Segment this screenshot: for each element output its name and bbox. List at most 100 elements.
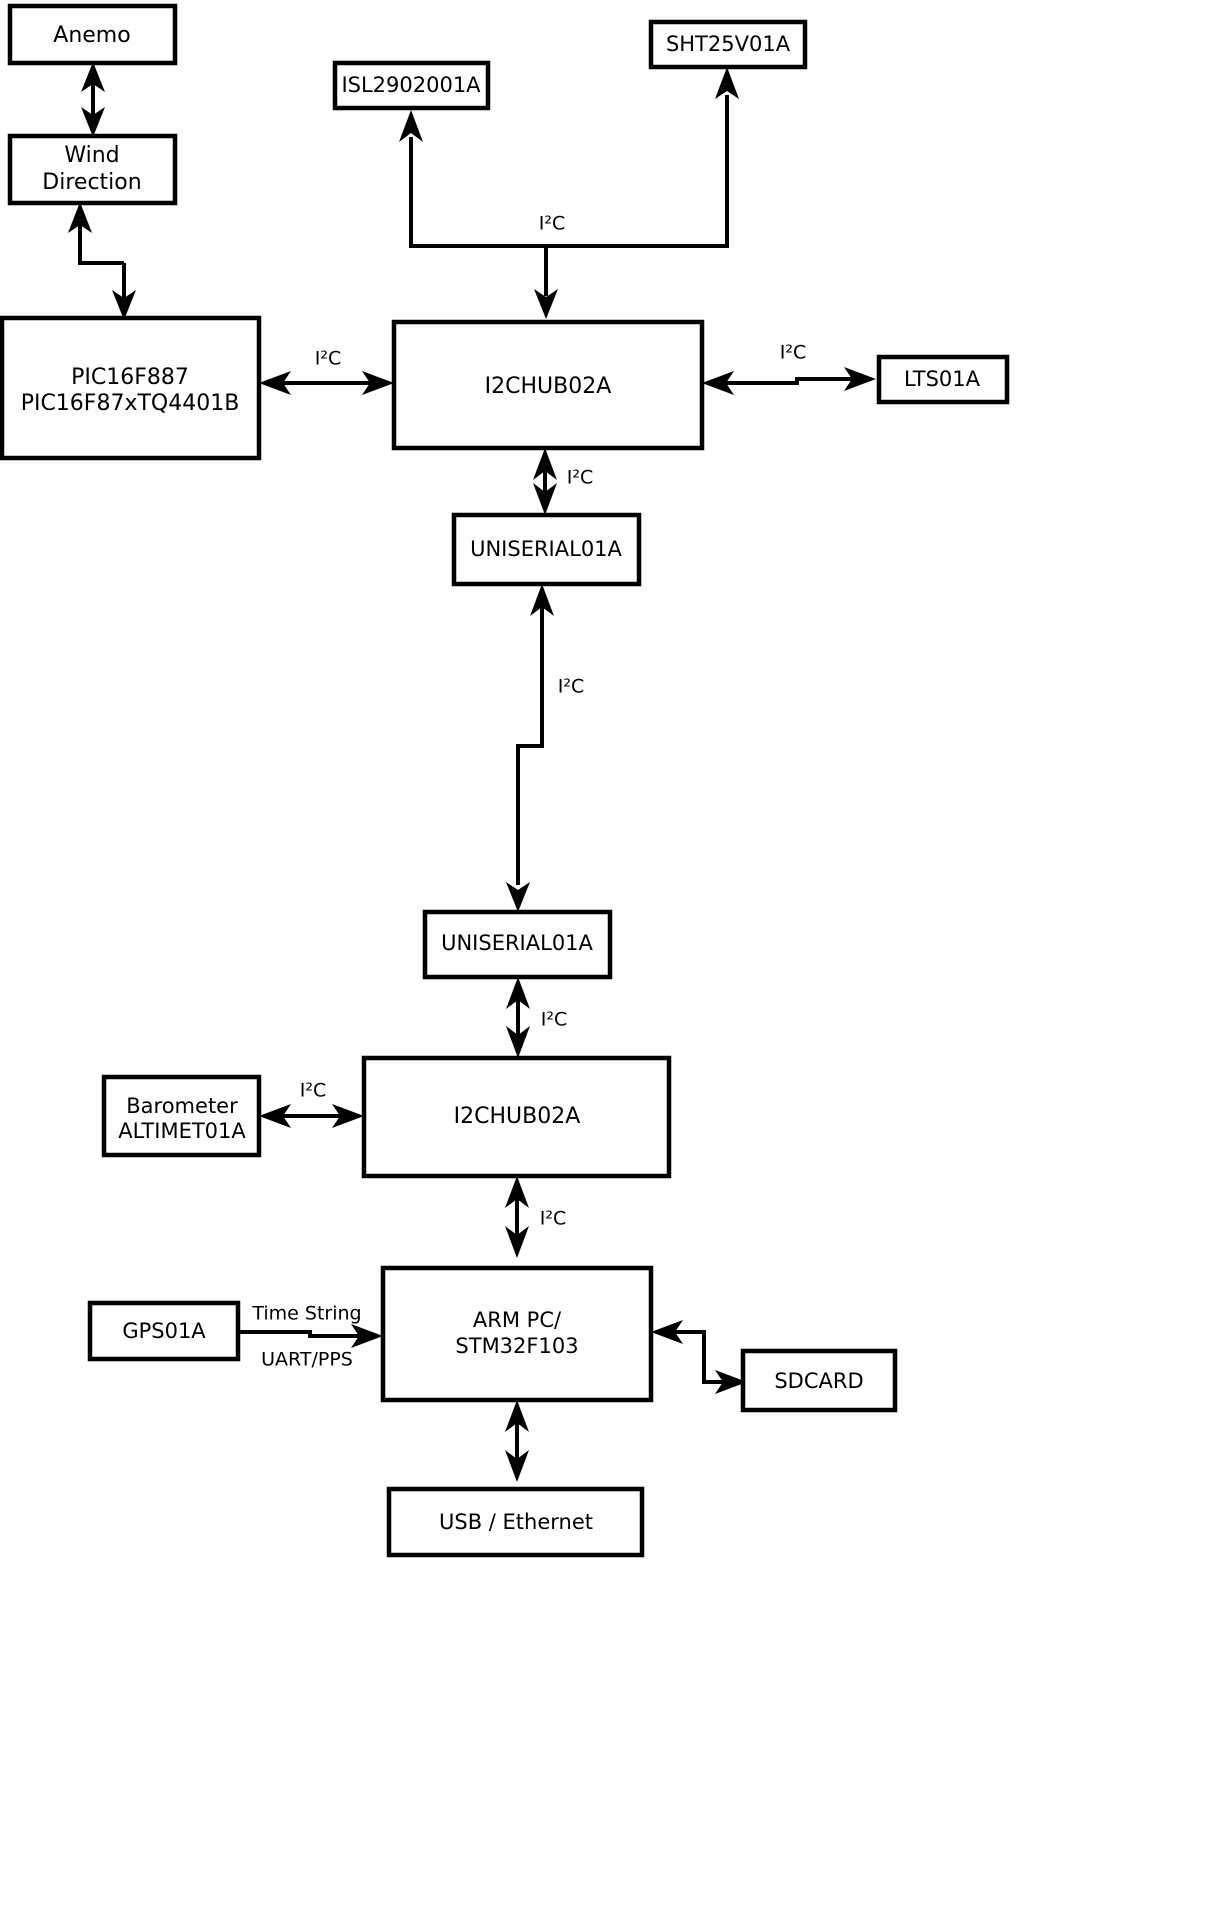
node-uniserial01a-bottom-label: UNISERIAL01A: [441, 931, 593, 955]
node-pic16f887-label-1: PIC16F887: [71, 365, 189, 390]
node-lts01a-rect: [876, 354, 1010, 405]
edge-arm-sdcard: [651, 1320, 747, 1394]
node-sht25v01a-label: SHT25V01A: [666, 32, 791, 56]
edge-bus-to-hubtop: [534, 246, 558, 319]
edge-label-gps-time-string: Time String: [251, 1303, 361, 1325]
arrowhead-up: [533, 448, 557, 480]
edge-hubbot-arm: I²C: [505, 1176, 566, 1258]
edge-barometer-hubbot: I²C: [259, 1080, 364, 1128]
edge-pic-wind-up: [68, 202, 124, 265]
edge-label-hubtop-uniserial: I²C: [567, 467, 594, 489]
arrowhead-right: [715, 1370, 747, 1394]
arrowhead-right: [844, 367, 876, 391]
arrowhead-up: [506, 977, 530, 1009]
node-usb-ethernet-label: USB / Ethernet: [439, 1510, 593, 1534]
edge-anemo-wind: [81, 62, 105, 137]
arrowhead-left: [259, 1104, 291, 1128]
node-sht25v01a[interactable]: SHT25V01A: [648, 19, 808, 70]
edge-label-pic-hubtop: I²C: [315, 348, 342, 370]
edge-label-uniserial-uniserial: I²C: [558, 676, 585, 698]
node-barometer-altimet01a[interactable]: Barometer ALTIMET01A: [101, 1074, 262, 1158]
node-isl2902001a-label: ISL2902001A: [341, 73, 481, 97]
node-uniserial01a-top[interactable]: UNISERIAL01A: [451, 512, 642, 587]
edge-wind-pic-down: [112, 263, 136, 320]
node-wind-direction-label-1: Wind: [64, 143, 119, 168]
edge-label-hubtop-lts: I²C: [780, 342, 807, 364]
node-i2chub02a-bottom-label: I2CHUB02A: [454, 1104, 581, 1129]
arrowhead-down: [112, 290, 136, 320]
arrowhead-right: [362, 371, 394, 395]
arrowhead-down: [81, 107, 105, 137]
edge-uniserial-uniserial: I²C: [506, 584, 584, 912]
arrowhead-down: [506, 882, 530, 912]
arrowhead-up: [530, 584, 554, 616]
node-arm-pc-label-1: ARM PC/: [473, 1308, 562, 1332]
arrowhead-left: [259, 371, 291, 395]
node-pic16f887-label-2: PIC16F87xTQ4401B: [21, 391, 240, 416]
node-barometer-label-2: ALTIMET01A: [118, 1119, 246, 1143]
arrowhead-right: [351, 1324, 383, 1348]
edge-label-uniserialbot-hubbot: I²C: [541, 1009, 568, 1031]
node-sdcard-label: SDCARD: [774, 1369, 863, 1393]
node-anemo-rect: [7, 3, 178, 66]
node-arm-pc-rect: [380, 1265, 654, 1403]
node-arm-pc[interactable]: ARM PC/ STM32F103: [380, 1265, 654, 1403]
arrowhead-up: [68, 202, 92, 233]
node-barometer-label-1: Barometer: [126, 1094, 238, 1118]
node-gps01a-rect: [87, 1300, 241, 1362]
node-usb-ethernet-rect: [386, 1486, 645, 1558]
arrowhead-up: [715, 67, 739, 99]
arrowhead-right: [332, 1104, 364, 1128]
edge-gps-arm: Time String UART/PPS: [238, 1303, 383, 1371]
node-i2chub02a-bottom[interactable]: I2CHUB02A: [361, 1055, 672, 1179]
arrowhead-left: [651, 1320, 683, 1344]
edge-hubtop-uniserial: I²C: [533, 448, 593, 515]
node-pic16f887-rect: [0, 315, 262, 461]
edge-hubtop-sht: [546, 67, 739, 248]
edge-hubtop-lts: I²C: [702, 342, 876, 395]
arrowhead-down: [505, 1450, 529, 1482]
node-usb-ethernet[interactable]: USB / Ethernet: [386, 1486, 645, 1558]
arrowhead-up: [399, 110, 423, 142]
node-wind-direction-label-2: Direction: [42, 170, 141, 195]
arrowhead-up: [81, 62, 105, 92]
node-sdcard-rect: [740, 1348, 898, 1413]
arrowhead-down: [534, 289, 558, 319]
node-uniserial01a-top-rect: [451, 512, 642, 587]
node-gps01a[interactable]: GPS01A: [87, 1300, 241, 1362]
node-isl2902001a[interactable]: ISL2902001A: [332, 60, 491, 111]
arrowhead-left: [702, 371, 734, 395]
edge-label-hub-top-sensors: I²C: [539, 213, 566, 235]
node-wind-direction[interactable]: Wind Direction: [7, 133, 178, 206]
node-lts01a[interactable]: LTS01A: [876, 354, 1010, 405]
node-uniserial01a-bottom[interactable]: UNISERIAL01A: [422, 909, 613, 980]
node-sdcard[interactable]: SDCARD: [740, 1348, 898, 1413]
edge-arm-usb: [505, 1400, 529, 1482]
node-lts01a-label: LTS01A: [904, 367, 981, 391]
node-uniserial01a-bottom-rect: [422, 909, 613, 980]
node-i2chub02a-bottom-rect: [361, 1055, 672, 1179]
node-i2chub02a-top-rect: [391, 319, 705, 451]
node-arm-pc-label-2: STM32F103: [455, 1334, 578, 1358]
node-gps01a-label: GPS01A: [122, 1319, 206, 1343]
edge-hubtop-isl: [399, 110, 546, 248]
arrowhead-up: [505, 1176, 529, 1208]
node-barometer-rect: [101, 1074, 262, 1158]
arrowhead-down: [505, 1226, 529, 1258]
arrowhead-down: [506, 1026, 530, 1058]
arrowhead-down: [533, 483, 557, 515]
node-i2chub02a-top[interactable]: I2CHUB02A: [391, 319, 705, 451]
node-pic16f887[interactable]: PIC16F887 PIC16F87xTQ4401B: [0, 315, 262, 461]
edge-label-barometer-hubbot: I²C: [300, 1080, 327, 1102]
edge-label-hubbot-arm: I²C: [540, 1208, 567, 1230]
node-wind-direction-rect: [7, 133, 178, 206]
node-anemo-label: Anemo: [53, 23, 130, 48]
node-uniserial01a-top-label: UNISERIAL01A: [470, 537, 622, 561]
node-anemo[interactable]: Anemo: [7, 3, 178, 66]
node-isl2902001a-rect: [332, 60, 491, 111]
node-sht25v01a-rect: [648, 19, 808, 70]
edge-uniserialbot-hubbot: I²C: [506, 977, 567, 1058]
arrowhead-up: [505, 1400, 529, 1432]
